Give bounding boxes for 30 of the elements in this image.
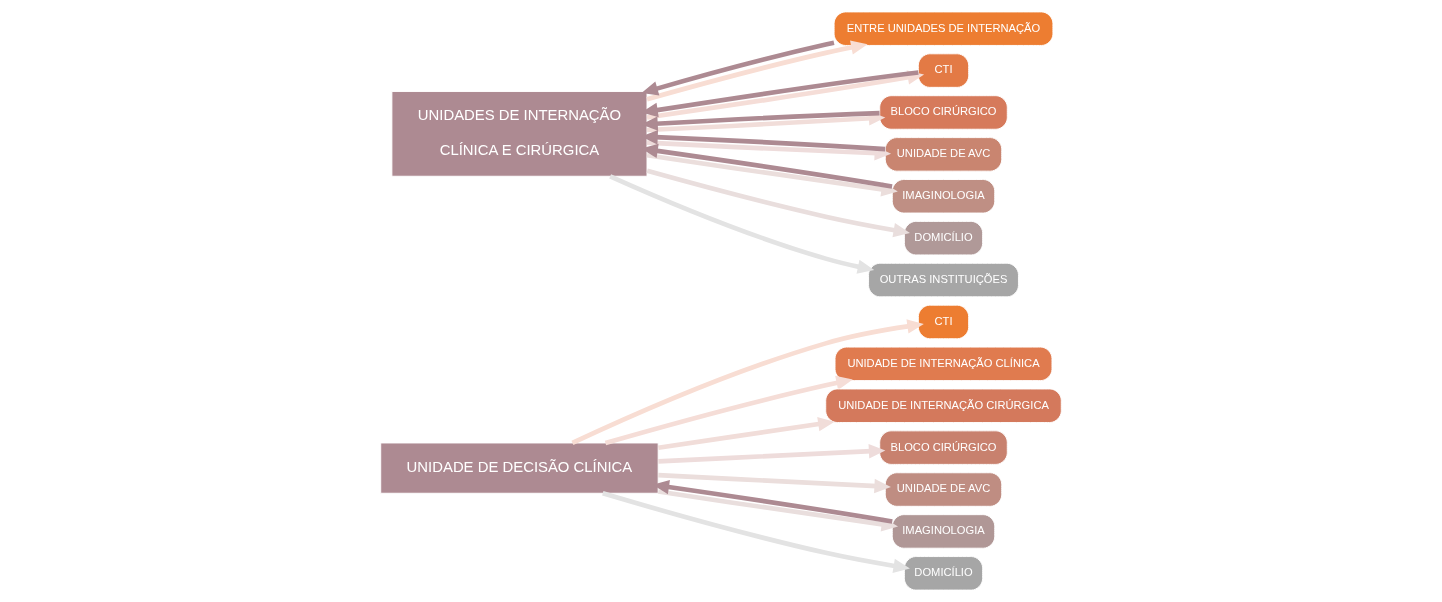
- node-box: BLOCO CIRÚRGICO: [879, 95, 1008, 130]
- arrow: [646, 152, 898, 197]
- node-box: UNIDADE DE DECISÃO CLÍNICA: [380, 442, 659, 494]
- arrow: [641, 40, 835, 96]
- node-box: CTI: [917, 53, 970, 88]
- node-box: IMAGINOLOGIA: [891, 514, 996, 549]
- node-box: DOMICÍLIO: [903, 220, 984, 256]
- node-box: UNIDADE DE AVC: [884, 472, 1003, 507]
- arrow: [602, 491, 910, 573]
- arrow: [604, 375, 853, 446]
- node-box: OUTRAS INSTITUIÇÕES: [868, 262, 1019, 298]
- node-box: UNIDADE DE INTERNAÇÃO CLÍNICA: [834, 346, 1053, 382]
- node-box: CTI: [917, 304, 970, 340]
- arrow: [657, 489, 899, 532]
- arrow: [658, 416, 835, 451]
- arrow: [609, 174, 875, 274]
- node-box: ENTRE UNIDADES DE INTERNAÇÃO: [833, 11, 1054, 46]
- node-box: UNIDADES DE INTERNAÇÃO CLÍNICA E CIRÚRGICA: [391, 91, 648, 177]
- arrow: [658, 444, 886, 464]
- node-box: UNIDADE DE AVC: [884, 137, 1003, 172]
- arrow: [571, 319, 924, 446]
- arrow: [646, 168, 910, 238]
- arrow: [646, 111, 886, 133]
- node-box: IMAGINOLOGIA: [891, 179, 996, 214]
- node-box: UNIDADE DE INTERNAÇÃO CIRÚRGICA: [825, 388, 1062, 423]
- arrow: [646, 140, 892, 161]
- arrow: [646, 40, 868, 102]
- arrow: [658, 472, 891, 494]
- node-box: DOMICÍLIO: [903, 556, 984, 591]
- node-box: BLOCO CIRÚRGICO: [879, 430, 1008, 465]
